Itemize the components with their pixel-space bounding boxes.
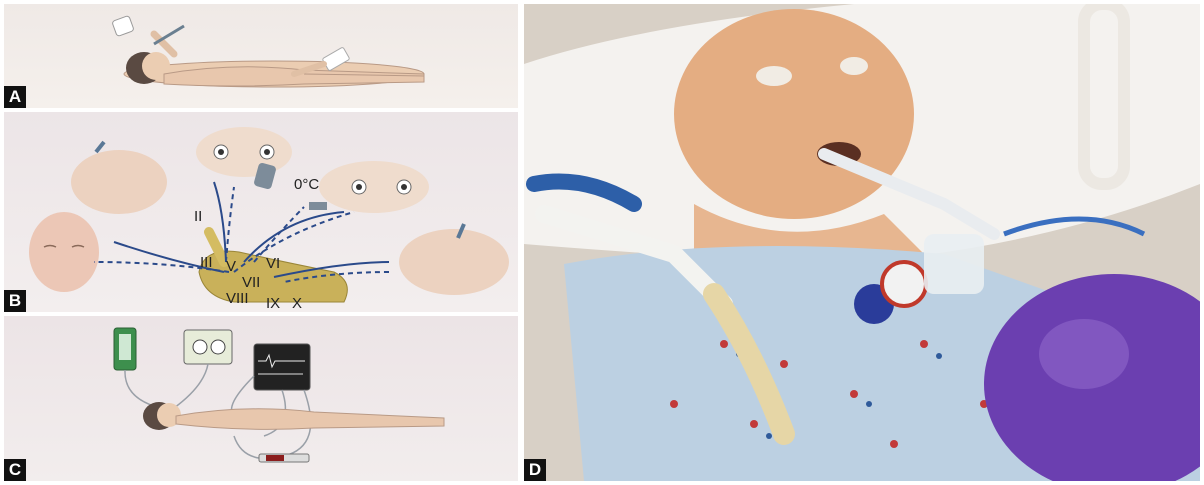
nerve-label-ix: IX (266, 295, 280, 312)
nerve-label-v: V (226, 258, 236, 275)
panel-label-b: B (4, 290, 26, 312)
panel-label-c: C (4, 459, 26, 481)
face-frontal (29, 212, 99, 292)
nerve-label-iii: III (200, 254, 213, 271)
nerve-label-viii: VIII (226, 290, 249, 307)
manikin-head (674, 9, 914, 219)
head-profile-top-left (71, 150, 167, 214)
intubated-manikin-photo (524, 4, 1200, 481)
nerve-label-x: X (292, 295, 302, 312)
head-profile-right (399, 229, 509, 295)
panel-b: 0°C II III V VI VII VIII IX X B (4, 112, 518, 312)
nerve-label-vi: VI (266, 255, 280, 272)
brainstem-reflex-diagram (4, 112, 518, 312)
panel-label-d: D (524, 459, 546, 481)
panel-a: A (4, 4, 518, 108)
caloric-temperature-label: 0°C (294, 176, 319, 193)
apnea-test-illustration (4, 316, 518, 481)
eyes-caloric (319, 161, 429, 213)
patient-supine-illustration (4, 4, 518, 108)
monitor (254, 344, 310, 390)
panel-label-a: A (4, 86, 26, 108)
nerve-label-vii: VII (242, 274, 260, 291)
panel-d: D (524, 4, 1200, 481)
nerve-label-ii: II (194, 208, 202, 225)
eyes-closeup (196, 127, 292, 177)
panel-c: C (4, 316, 518, 481)
